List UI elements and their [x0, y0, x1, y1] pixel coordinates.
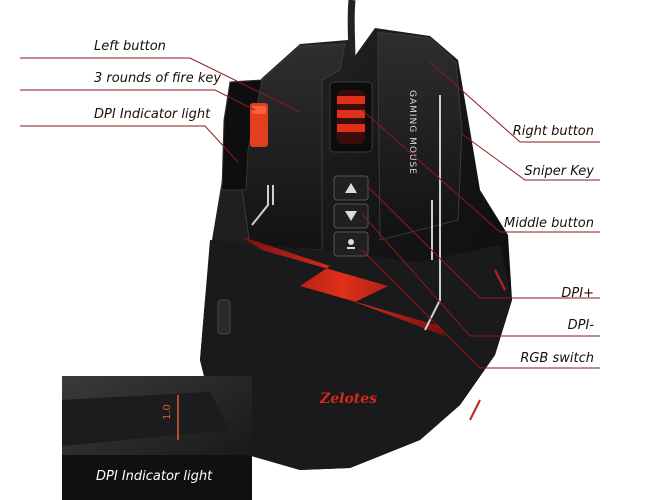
callout-sniper-key: Sniper Key: [524, 164, 594, 179]
cable: [347, 0, 356, 63]
callout-dpi-light: DPI Indicator light: [94, 107, 211, 122]
inset-label: DPI Indicator light: [96, 469, 213, 484]
callout-left-button: Left button: [94, 39, 166, 54]
deco-line-left: [251, 185, 269, 226]
palm-rest: [200, 240, 512, 470]
callout-dpi-minus: DPI-: [567, 318, 594, 333]
lightning-stripe: [240, 236, 445, 336]
callout-middle-button: Middle button: [504, 216, 594, 231]
deco-line-right: [424, 95, 441, 331]
brand-logo: Zelotes: [319, 391, 377, 407]
callout-fire-key: 3 rounds of fire key: [94, 71, 222, 86]
callout-dpi-plus: DPI+: [561, 286, 594, 301]
leader-lines: [20, 57, 600, 369]
inset-dpi-readout: 1.0: [162, 404, 173, 420]
callout-rgb-switch: RGB switch: [520, 351, 594, 366]
callout-right-button: Right button: [512, 124, 594, 139]
side-thumb-button: [217, 299, 231, 335]
side-text: GAMING MOUSE: [407, 90, 417, 175]
